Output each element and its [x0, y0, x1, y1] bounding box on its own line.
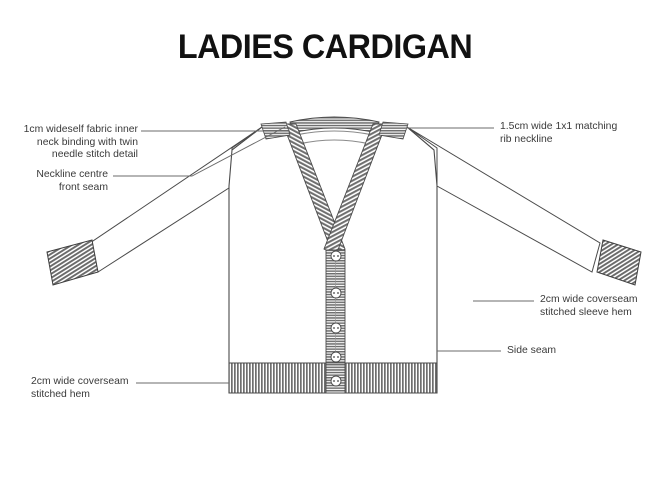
- annotation-side-seam: Side seam: [507, 345, 557, 356]
- inner-back-neck: [295, 130, 374, 145]
- leader-neckline-seam: [113, 126, 286, 177]
- right-sleeve: [406, 126, 601, 273]
- left-sleeve: [89, 126, 263, 273]
- button[interactable]: [330, 375, 342, 387]
- leader-lines: [113, 126, 534, 384]
- button[interactable]: [330, 287, 342, 299]
- annotation-neckline-centre-front-seam: Neckline centre front seam: [36, 169, 108, 193]
- right-cuff-rib: [596, 239, 642, 286]
- button-row: [330, 250, 342, 387]
- annotation-neck-binding: 1cm wideself fabric inner neck binding w…: [23, 124, 138, 161]
- button[interactable]: [330, 250, 342, 262]
- annotation-sleeve-hem: 2cm wide coverseam stitched sleeve hem: [540, 294, 638, 318]
- page-title: LADIES CARDIGAN: [177, 28, 473, 66]
- annotation-body-hem: 2cm wide coverseam stitched hem: [31, 376, 129, 400]
- button[interactable]: [330, 322, 342, 334]
- annotation-rib-neckline: 1.5cm wide 1x1 matching rib neckline: [500, 121, 618, 145]
- button[interactable]: [330, 351, 342, 363]
